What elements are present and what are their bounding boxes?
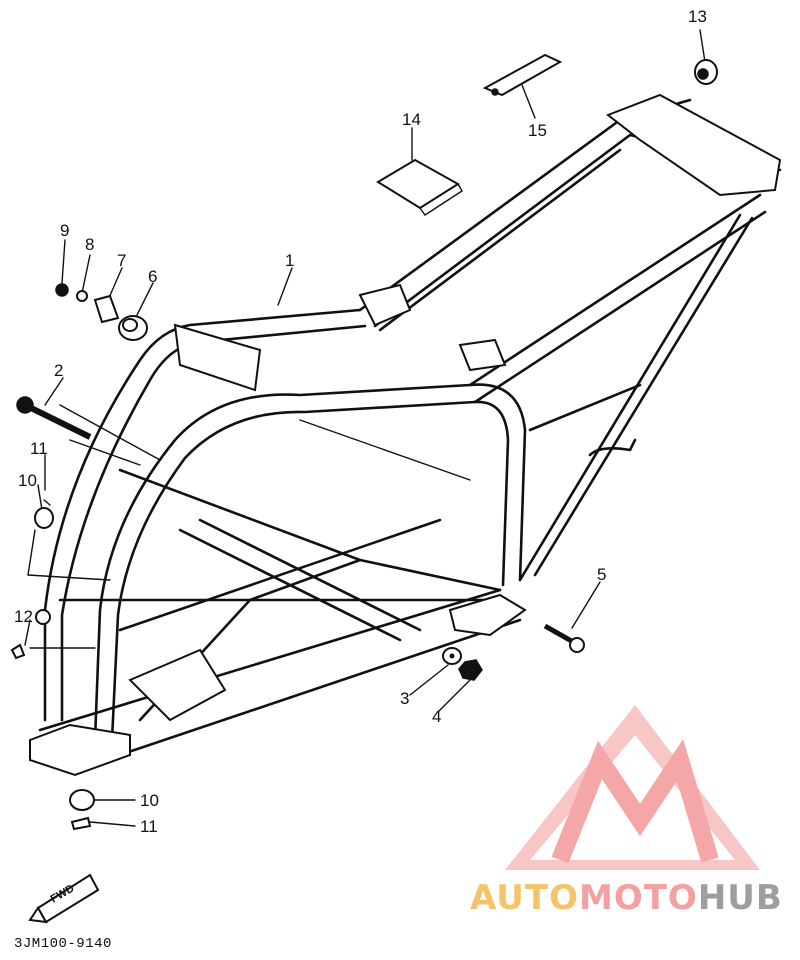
triangle-m-logo-icon [505,705,760,870]
part-label-7: 7 [117,251,127,270]
small-parts [10,53,718,831]
watermark-auto: AUTO [470,878,579,918]
watermark-moto: MOTO [578,878,698,918]
leader-lines [24,29,706,827]
part-label-2: 2 [54,361,64,380]
fwd-arrow-icon [28,873,100,924]
part-label-9: 9 [60,221,70,240]
part-label-12: 12 [14,607,33,626]
part-label-10-lower: 10 [140,791,159,810]
part-label-8: 8 [85,235,95,254]
part-label-3: 3 [400,689,410,708]
watermark-hub: HUB [697,878,783,918]
main-frame [29,93,782,777]
part-label-6: 6 [148,267,158,286]
part-label-11-upper: 11 [30,439,48,458]
part-label-4: 4 [432,707,442,726]
watermark-text: AUTOMOTOHUB [470,878,783,918]
part-label-14: 14 [402,110,421,129]
part-label-13: 13 [688,7,707,26]
figure-code: 3JM100-9140 [14,936,112,952]
part-label-11-lower: 11 [140,817,158,836]
part-label-15: 15 [528,121,547,140]
part-label-5: 5 [597,565,607,584]
part-label-1: 1 [285,251,295,270]
part-label-10-upper: 10 [18,471,37,490]
